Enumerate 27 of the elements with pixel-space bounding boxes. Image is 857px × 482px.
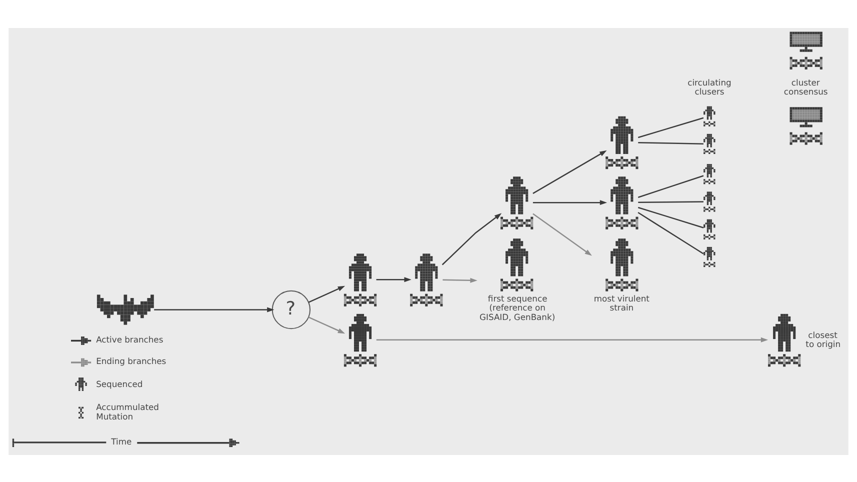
node-label: first sequence (reference on GISAID, GenBank) — [480, 292, 556, 322]
arrow — [532, 200, 608, 205]
arrow — [154, 306, 274, 312]
connector — [638, 141, 704, 144]
arrow — [376, 276, 412, 282]
label: Time — [111, 436, 132, 446]
legend-label: Sequenced — [96, 378, 143, 389]
node-label: most virulent strain — [594, 292, 650, 312]
connector — [638, 174, 704, 198]
legend-label: Ending branches — [96, 356, 166, 366]
arrow — [376, 336, 768, 342]
connector — [638, 116, 704, 138]
arrow — [532, 150, 607, 194]
arrow — [442, 277, 478, 282]
legend-label: Accummulated Mutation — [96, 402, 159, 421]
arrow — [308, 285, 346, 302]
connector — [638, 200, 704, 203]
arrow — [308, 316, 346, 334]
node-circle: ? — [272, 290, 311, 329]
arrow — [442, 212, 502, 265]
legend-label: Active branches — [96, 334, 164, 344]
label: cluster consensus — [784, 76, 828, 96]
connector — [638, 211, 704, 254]
label: circulating clusers — [688, 76, 732, 96]
connector — [638, 206, 704, 228]
node-label: closest to origin — [806, 329, 841, 348]
arrow — [532, 212, 592, 256]
